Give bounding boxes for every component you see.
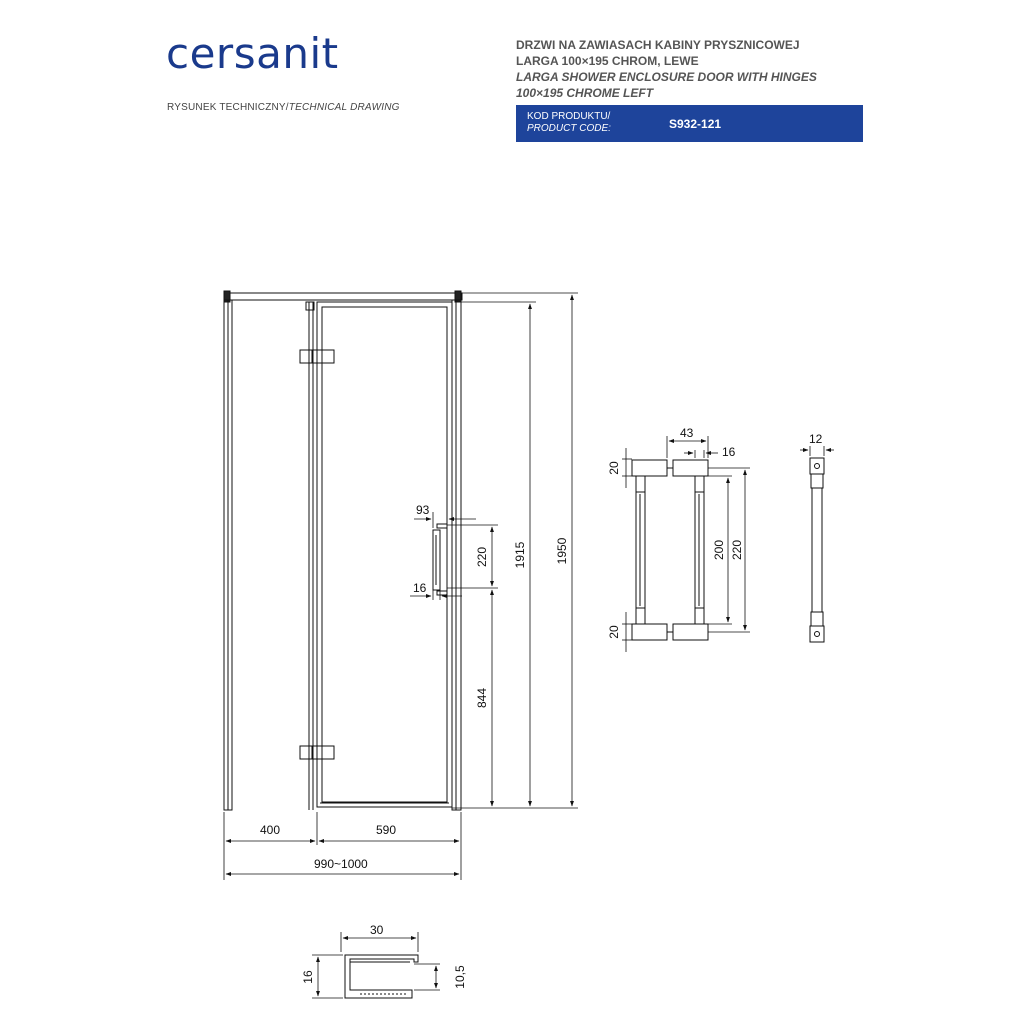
door-glass <box>321 306 448 803</box>
top-rail <box>223 292 463 301</box>
dim-top-end: 20 <box>607 461 621 475</box>
product-code-value: S932-121 <box>669 117 722 131</box>
main-dimension-lines <box>223 292 578 880</box>
dim-bottom-end: 20 <box>607 625 621 639</box>
handle-front-view <box>631 459 709 641</box>
dim-profile-width: 30 <box>370 923 384 937</box>
lower-hinge <box>299 745 335 760</box>
dim-fixed-width: 400 <box>260 823 280 837</box>
dim-profile-height: 16 <box>301 970 315 984</box>
dim-handle-side-width: 12 <box>809 432 823 446</box>
dim-handle-tube: 16 <box>722 445 736 459</box>
dim-bar-length: 200 <box>712 540 726 560</box>
title-pl-line2: LARGA 100×195 CHROM, LEWE <box>516 54 699 68</box>
title-en-line2: 100×195 CHROME LEFT <box>516 86 654 100</box>
dim-handle-offset: 93 <box>416 503 430 517</box>
handle-front-dimension-lines <box>622 436 750 652</box>
handle-side-view <box>809 457 825 643</box>
profile-dimension-lines <box>312 932 440 999</box>
upper-hinge <box>299 349 335 364</box>
product-code-bar: KOD PRODUKTU/ PRODUCT CODE: S932-121 <box>516 105 863 142</box>
code-label-en: PRODUCT CODE: <box>527 123 611 134</box>
door-frame <box>316 301 453 808</box>
door-handle <box>432 523 448 596</box>
drawing-label-en: TECHNICAL DRAWING <box>288 102 400 113</box>
dim-profile-inner-height: 10,5 <box>453 965 467 989</box>
dim-mount-distance: 220 <box>730 540 744 560</box>
brand-logo: cersanit <box>166 29 339 78</box>
dim-handle-height: 844 <box>475 688 489 708</box>
profile-cross-section <box>344 954 419 999</box>
title-pl-line1: DRZWI NA ZAWIASACH KABINY PRYSZNICOWEJ <box>516 38 800 52</box>
dim-handle-depth: 16 <box>413 581 427 595</box>
top-hinge-pivot <box>305 301 315 311</box>
dim-handle-length: 220 <box>475 547 489 567</box>
product-code-label: KOD PRODUKTU/ PRODUCT CODE: <box>527 111 611 135</box>
dim-total-height: 1950 <box>555 537 569 564</box>
dim-handle-front-depth: 43 <box>680 426 694 440</box>
top-rail-cap-left <box>223 290 231 303</box>
product-title: DRZWI NA ZAWIASACH KABINY PRYSZNICOWEJ L… <box>516 37 876 101</box>
code-label-pl: KOD PRODUKTU/ <box>527 111 611 122</box>
drawing-label-pl: RYSUNEK TECHNICZNY/ <box>167 102 289 113</box>
dim-door-width: 590 <box>376 823 396 837</box>
drawing-type-label: RYSUNEK TECHNICZNY/TECHNICAL DRAWING <box>167 102 400 113</box>
title-en-line1: LARGA SHOWER ENCLOSURE DOOR WITH HINGES <box>516 70 817 84</box>
enclosure-front-view <box>223 290 463 811</box>
dim-total-width: 990~1000 <box>314 857 368 871</box>
dim-door-height: 1915 <box>513 541 527 568</box>
handle-side-dimension-lines <box>800 446 834 456</box>
